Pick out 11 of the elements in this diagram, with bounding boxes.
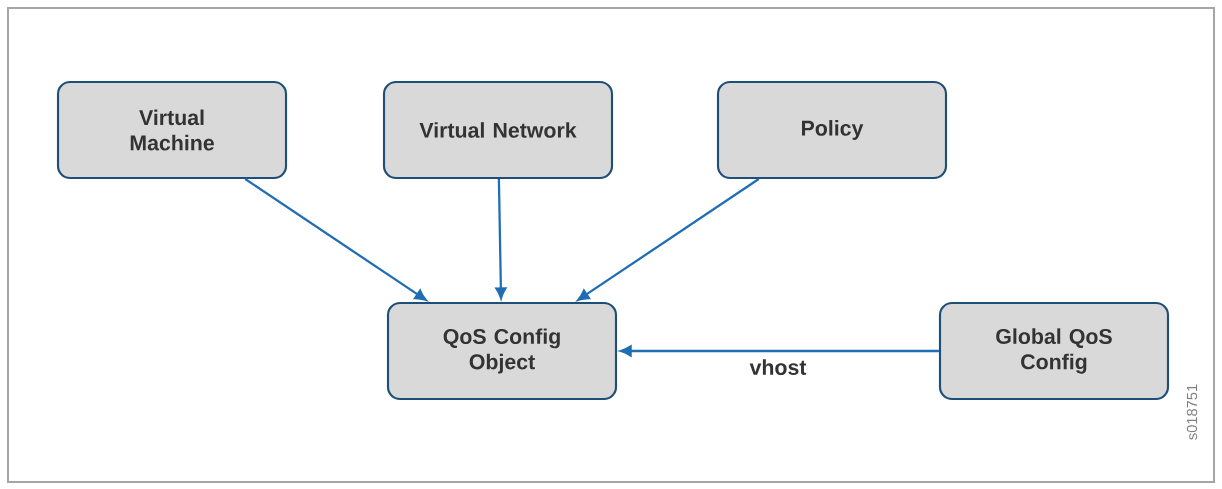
entity-box: Policy: [716, 80, 948, 180]
entity-box: Virtual Machine: [56, 80, 288, 180]
entity-box: Global QoS Config: [938, 301, 1170, 401]
edge-label: vhost: [748, 357, 808, 377]
arrow: [577, 178, 760, 301]
arrow: [495, 179, 507, 300]
figure-id: s018751: [1186, 384, 1198, 440]
entity-box: QoS Config Object: [386, 301, 618, 401]
arrow: [619, 345, 939, 357]
entity-box: Virtual Network: [382, 80, 614, 180]
arrow: [244, 178, 427, 301]
